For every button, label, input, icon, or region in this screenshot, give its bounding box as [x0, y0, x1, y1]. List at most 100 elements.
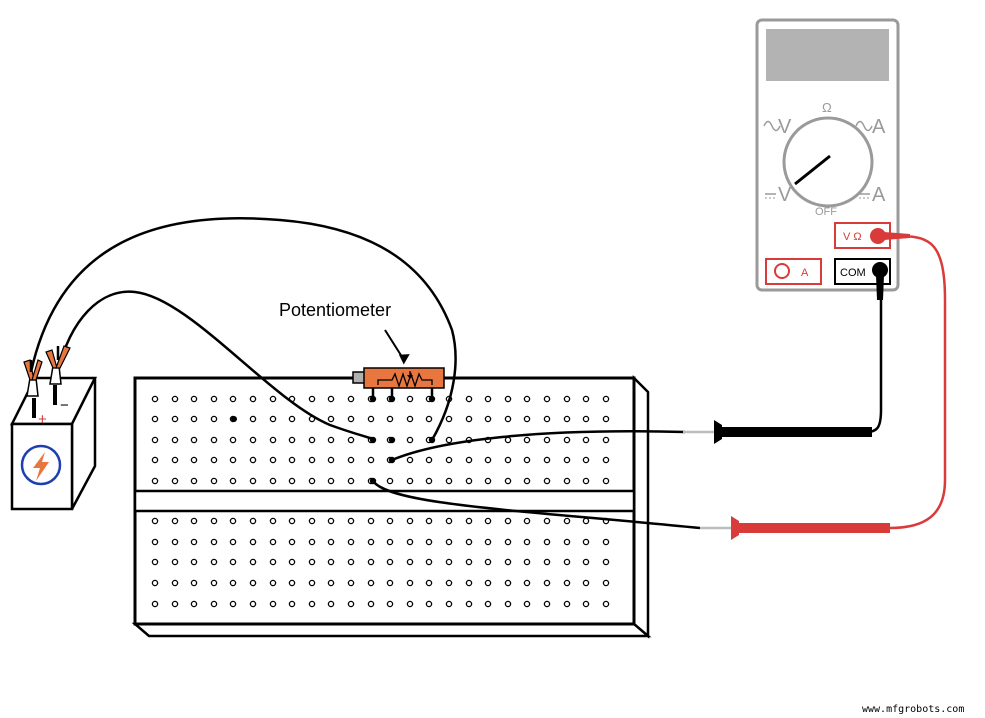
breadboard-hole: [465, 579, 473, 587]
breadboard-hole: [582, 517, 590, 525]
breadboard-hole: [602, 436, 610, 444]
breadboard-hole: [406, 558, 414, 566]
breadboard-hole: [543, 415, 551, 423]
breadboard-hole: [425, 415, 433, 423]
breadboard-hole: [504, 395, 512, 403]
breadboard-hole: [425, 456, 433, 464]
breadboard-hole: [465, 558, 473, 566]
wires: [29, 216, 701, 530]
breadboard-hole: [504, 477, 512, 485]
breadboard-hole: [582, 579, 590, 587]
breadboard-hole: [210, 395, 218, 403]
wire-wiper-to-black-probe: [391, 429, 686, 462]
breadboard-hole: [406, 517, 414, 525]
breadboard-hole: [523, 456, 531, 464]
breadboard-hole: [543, 538, 551, 546]
breadboard-bottom: [131, 622, 652, 638]
breadboard-hole: [308, 517, 316, 525]
dial-ac-volts-label: V: [778, 116, 792, 138]
breadboard-hole: [465, 538, 473, 546]
black-probe-icon[interactable]: [683, 420, 872, 444]
breadboard-hole: [465, 600, 473, 608]
red-probe-icon[interactable]: [700, 516, 890, 540]
dial-pointer: [794, 154, 831, 186]
battery-minus-label: −: [60, 397, 69, 414]
jack-vohm-label: V Ω: [843, 231, 862, 243]
multimeter: Ω V A V A OFF V Ω A COM: [755, 18, 900, 292]
breadboard-hole: [347, 456, 355, 464]
breadboard: [131, 374, 652, 639]
breadboard-hole: [190, 600, 198, 608]
breadboard-hole: [171, 415, 179, 423]
breadboard-hole: [563, 456, 571, 464]
breadboard-hole: [563, 558, 571, 566]
breadboard-hole: [425, 477, 433, 485]
breadboard-channel: [133, 489, 636, 513]
junction: [369, 436, 377, 444]
breadboard-hole: [465, 395, 473, 403]
breadboard-hole: [445, 456, 453, 464]
breadboard-hole: [367, 558, 375, 566]
dial-dc-volts-label: V: [778, 184, 792, 206]
breadboard-hole: [406, 579, 414, 587]
multimeter-display: [766, 29, 889, 81]
breadboard-hole: [602, 456, 610, 464]
breadboard-hole: [425, 517, 433, 525]
breadboard-hole: [425, 558, 433, 566]
breadboard-hole: [406, 600, 414, 608]
breadboard-hole: [229, 600, 237, 608]
breadboard-hole: [229, 436, 237, 444]
breadboard-hole: [523, 436, 531, 444]
breadboard-hole: [327, 517, 335, 525]
breadboard-hole: [445, 558, 453, 566]
breadboard-hole: [523, 415, 531, 423]
breadboard-hole: [190, 436, 198, 444]
breadboard-hole: [543, 477, 551, 485]
breadboard-hole: [504, 415, 512, 423]
breadboard-hole: [406, 415, 414, 423]
breadboard-hole: [484, 415, 492, 423]
breadboard-hole: [190, 395, 198, 403]
dial-dc-amps-label: A: [872, 184, 886, 206]
breadboard-hole: [327, 436, 335, 444]
breadboard-hole: [386, 517, 394, 525]
breadboard-hole: [445, 436, 453, 444]
breadboard-hole: [327, 456, 335, 464]
breadboard-hole: [288, 517, 296, 525]
breadboard-hole: [386, 600, 394, 608]
breadboard-hole: [210, 579, 218, 587]
breadboard-hole: [367, 538, 375, 546]
breadboard-hole: [602, 415, 610, 423]
breadboard-hole: [229, 456, 237, 464]
breadboard-hole: [445, 517, 453, 525]
breadboard-hole: [249, 477, 257, 485]
breadboard-hole: [210, 456, 218, 464]
breadboard-hole: [327, 477, 335, 485]
breadboard-hole: [582, 456, 590, 464]
jack-amps-label: A: [801, 267, 809, 279]
breadboard-hole: [288, 456, 296, 464]
breadboard-hole: [190, 456, 198, 464]
rotary-dial-icon[interactable]: [782, 116, 874, 208]
breadboard-hole: [229, 395, 237, 403]
breadboard-hole: [269, 600, 277, 608]
black-lead-cable: [865, 295, 883, 434]
breadboard-hole: [210, 436, 218, 444]
breadboard-hole: [229, 579, 237, 587]
breadboard-hole: [151, 600, 159, 608]
breadboard-hole: [504, 436, 512, 444]
breadboard-hole: [347, 600, 355, 608]
breadboard-hole: [504, 456, 512, 464]
breadboard-hole: [210, 600, 218, 608]
breadboard-hole: [582, 477, 590, 485]
breadboard-hole: [543, 436, 551, 444]
breadboard-hole: [602, 538, 610, 546]
breadboard-hole: [563, 415, 571, 423]
alligator-clip-negative: [45, 345, 71, 385]
breadboard-hole: [386, 415, 394, 423]
black-plug: [872, 262, 888, 300]
lightning-bolt-icon: [33, 452, 49, 481]
breadboard-hole: [484, 456, 492, 464]
breadboard-hole: [171, 600, 179, 608]
breadboard-hole: [582, 538, 590, 546]
